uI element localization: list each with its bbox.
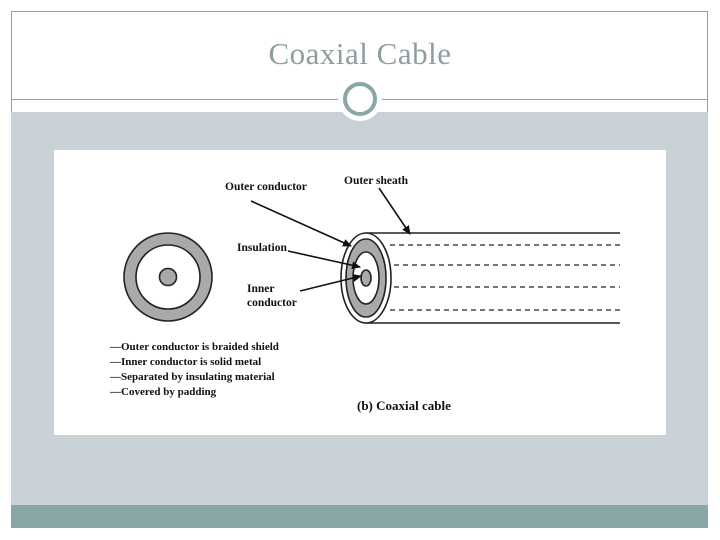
insulation-arrow	[287, 250, 361, 270]
cross-section	[123, 232, 213, 322]
note-item: —Covered by padding	[110, 386, 217, 398]
label-insulation: Insulation	[237, 242, 287, 254]
label-inner-conductor-line1: Inner	[247, 283, 275, 295]
note-item: —Inner conductor is solid metal	[110, 356, 262, 368]
cross-section-inner-conductor	[158, 267, 178, 287]
note-item: —Outer conductor is braided shield	[110, 341, 279, 353]
diagram-drawing	[123, 187, 620, 324]
footer-bar	[11, 505, 708, 527]
cable-inner-conductor-end	[360, 269, 372, 287]
coaxial-cable-diagram: Outer conductor Outer sheath Insulation …	[54, 150, 666, 435]
divider-circle-ornament	[338, 77, 382, 121]
outer-sheath-arrow	[378, 187, 411, 235]
label-outer-conductor: Outer conductor	[225, 181, 307, 193]
divider-ring	[343, 82, 377, 116]
inner-conductor-arrow	[299, 274, 362, 292]
slide-title: Coaxial Cable	[268, 36, 452, 71]
outer-conductor-arrow	[250, 200, 352, 247]
label-outer-sheath: Outer sheath	[344, 175, 408, 187]
note-item: —Separated by insulating material	[110, 371, 275, 383]
cable-side-view	[340, 232, 620, 324]
label-inner-conductor-line2: conductor	[247, 297, 297, 309]
notes-list: —Outer conductor is braided shield —Inne…	[110, 340, 279, 400]
diagram-caption: (b) Coaxial cable	[357, 398, 451, 413]
